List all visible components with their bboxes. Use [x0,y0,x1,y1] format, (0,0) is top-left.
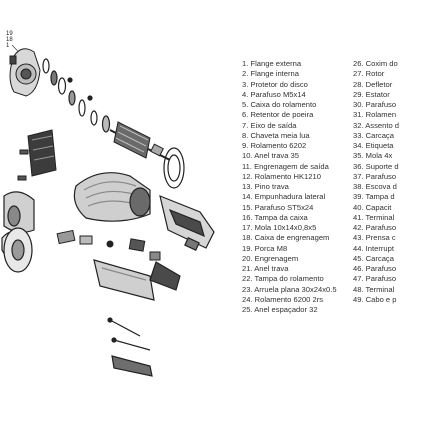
callout-label: 18 [6,37,13,43]
part-item: 28. Defletor [353,79,393,89]
part-item: 37. Parafuso [353,171,397,181]
part-item: 42. Parafuso [353,223,397,232]
part-item: 11. Engrenagem de saída [242,161,329,171]
part-item: 43. Prensa c [353,233,396,243]
exploded-view-diagram: 19 18 1 [1,31,215,377]
part-item: 45. Carcaça [353,253,394,263]
part-item: 31. Rolamen [353,110,397,120]
motor-housing-part [73,172,151,222]
part-item: 22. Tampa do rolamento [242,274,324,284]
part-item: 1. Flange externa [242,59,302,68]
part-item: 20. Engrenagem [242,253,299,263]
callout-label: 19 [6,31,13,37]
screw-parts [107,317,153,377]
part-item: 46. Parafuso [353,264,397,273]
part-item: 3. Protetor do disco [242,79,308,89]
part-item: 24. Rolamento 6200 2rs [242,294,324,304]
side-handle-part [93,259,181,301]
part-item: 30. Parafuso [353,100,397,109]
callout-label: 1 [6,43,10,49]
washer-parts [42,58,111,133]
part-item: 10. Anel trava 35 [242,151,299,161]
part-item: 27. Rotor [353,69,385,79]
part-item: 14. Empunhadura lateral [242,192,326,202]
parts-list-right: 26. Coxim do 27. Rotor 28. Defletor 29. … [353,59,430,305]
rear-handle-part [159,195,215,251]
part-item: 8. Chaveta meia lua [242,130,310,140]
part-item: 2. Flange interna [242,69,299,79]
part-item: 13. Pino trava [242,182,289,191]
part-item: 16. Tampa da caixa [242,212,308,222]
part-item: 26. Coxim do [353,59,398,68]
switch-parts [56,229,161,261]
stator-ring-part [163,147,185,189]
part-item: 44. Interrupt [353,243,394,253]
part-item: 33. Carcaça [353,130,394,140]
part-item: 19. Porca M8 [242,243,288,253]
part-item: 23. Arruela plana 30x24x0.5 [242,284,337,294]
part-item: 39. Tampa d [353,192,395,202]
gear-housing-part [9,48,41,97]
part-item: 12. Rolamento HK1210 [242,171,321,181]
part-item: 41. Terminal [353,212,395,222]
part-item: 38. Escova d [353,182,397,191]
part-item: 34. Etiqueta [353,141,394,150]
part-item: 5. Caixa do rolamento [242,100,317,109]
part-item: 40. Capacit [353,202,392,212]
field-coil-part [17,129,57,181]
part-item: 32. Assento d [353,120,400,130]
part-item: 47. Parafuso [353,274,397,284]
part-item: 4. Parafuso M5x14 [242,89,306,99]
part-item: 6. Retentor de poeira [242,110,314,120]
part-item: 29. Estator [353,89,390,99]
part-item: 36. Suporte d [353,161,399,171]
part-item: 25. Anel espaçador 32 [242,305,318,314]
part-item: 48. Terminal [353,284,395,294]
part-item: 21. Anel trava [242,264,289,273]
part-item: 9. Rolamento 6202 [242,141,307,150]
part-item: 7. Eixo de saída [242,120,297,130]
rotor-part [109,121,171,161]
part-item: 49. Cabo e p [353,294,397,304]
parts-list-left: 1. Flange externa 2. Flange interna 3. P… [242,59,382,315]
part-item: 18. Caixa de engrenagem [242,233,330,243]
part-item: 15. Parafuso ST5x24 [242,202,314,212]
part-item: 35. Mola 4x [353,151,393,161]
flange-disc-part [3,227,33,273]
part-item: 17. Mola 10x14x0,8x5 [242,223,317,232]
